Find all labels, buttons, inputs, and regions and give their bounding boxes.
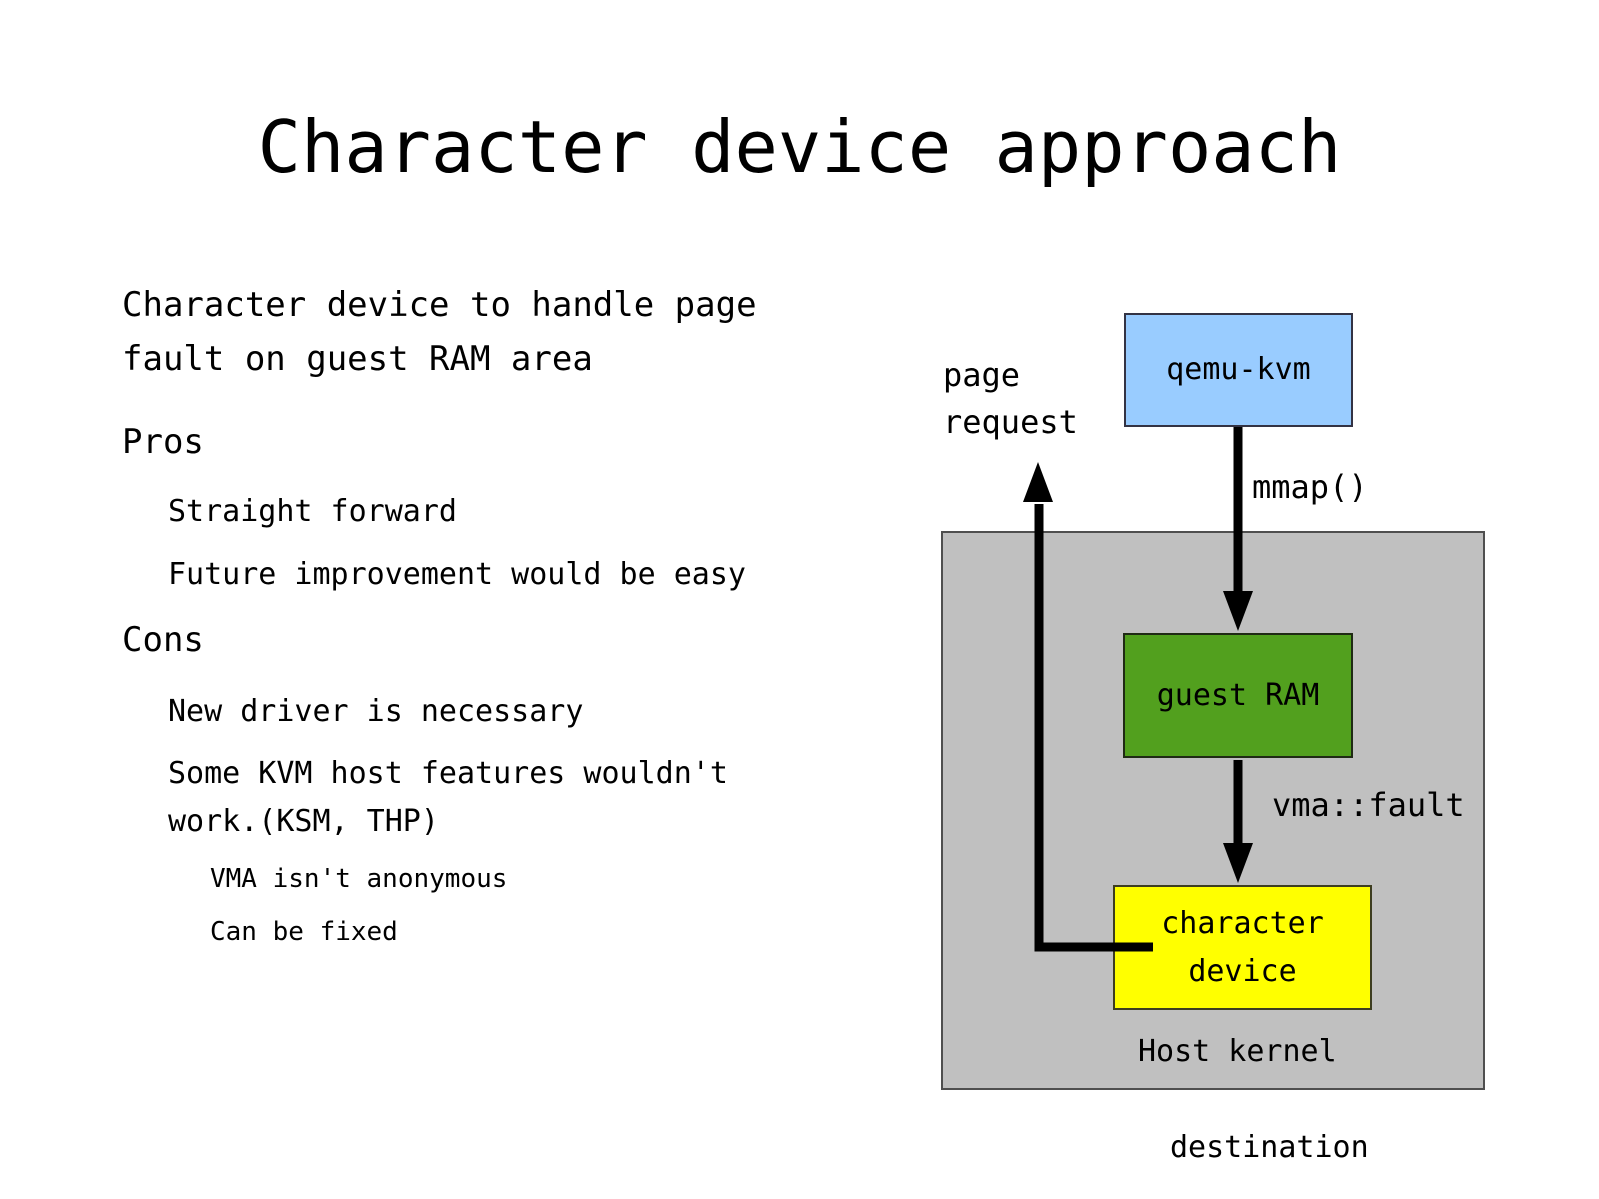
- qemu-kvm-box: qemu-kvm: [1124, 313, 1353, 427]
- host-kernel-label: Host kernel: [1138, 1034, 1337, 1069]
- destination-label: destination: [1170, 1130, 1369, 1165]
- bullet-text: New driver is necessary: [168, 694, 584, 729]
- guest-ram-box: guest RAM: [1123, 633, 1353, 758]
- bullet-item: Character device to handle page fault on…: [88, 278, 860, 386]
- guest-ram-label: guest RAM: [1156, 677, 1320, 713]
- bullet-item: Can be fixed: [182, 911, 860, 953]
- bullet-item: Pros: [88, 415, 860, 469]
- qemu-kvm-label: qemu-kvm: [1166, 352, 1311, 387]
- bullet-text: Cons: [122, 620, 204, 660]
- bullet-item: VMA isn't anonymous: [182, 858, 860, 900]
- bullet-item: New driver is necessary: [136, 688, 860, 736]
- bullet-text: Future improvement would be easy: [168, 557, 746, 592]
- bullet-item: Straight forward: [136, 488, 860, 536]
- bullet-text: VMA isn't anonymous: [210, 864, 508, 894]
- bullet-text: Some KVM host features wouldn't work.(KS…: [168, 756, 728, 839]
- bullet-text: Can be fixed: [210, 917, 398, 947]
- character-device-label: character device: [1161, 905, 1324, 989]
- bullet-item: Future improvement would be easy: [136, 551, 860, 599]
- bullet-item: Some KVM host features wouldn't work.(KS…: [136, 750, 860, 846]
- bullet-text: Character device to handle page fault on…: [122, 285, 757, 379]
- bullet-text: Straight forward: [168, 494, 457, 529]
- vma-fault-label: vma::fault: [1272, 786, 1465, 824]
- character-device-box: character device: [1113, 885, 1372, 1010]
- bullet-text: Pros: [122, 422, 204, 462]
- slide-title: Character device approach: [257, 105, 1342, 189]
- page-request-label: page request: [943, 356, 1078, 441]
- mmap-label: mmap(): [1252, 468, 1368, 506]
- bullet-item: Cons: [88, 613, 860, 667]
- bullet-list: Character device to handle page fault on…: [0, 278, 860, 953]
